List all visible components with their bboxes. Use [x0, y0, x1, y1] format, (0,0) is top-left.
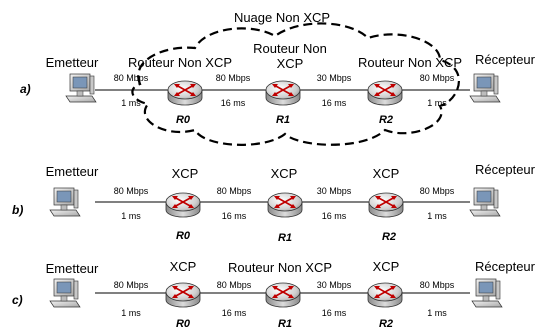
router-r0-name: R0: [176, 230, 191, 242]
router-r1-type: XCP: [271, 166, 298, 181]
link-delay: 16 ms: [222, 211, 247, 221]
scenario-a: Nuage Non XCP a) Emetteur Récepteur Rout…: [20, 10, 535, 146]
router-r2-name: R2: [379, 318, 393, 330]
router-icon: [267, 192, 303, 218]
scenario-b: b) Emetteur Récepteur XCP XCP XCP R0 R1 …: [12, 162, 535, 244]
link-bandwidth: 80 Mbps: [420, 186, 455, 196]
router-icon: [265, 80, 301, 106]
link-delay: 16 ms: [222, 308, 247, 318]
link-delay: 1 ms: [427, 308, 447, 318]
link-delay: 1 ms: [121, 211, 141, 221]
link-bandwidth: 80 Mbps: [420, 280, 455, 290]
link-delay: 1 ms: [121, 308, 141, 318]
router-r1-type-line2: XCP: [277, 56, 304, 71]
scenario-label: b): [12, 203, 23, 217]
link-delay: 16 ms: [221, 98, 246, 108]
router-r0-name: R0: [176, 318, 191, 330]
router-r1-name: R1: [278, 232, 292, 244]
router-r0-type: Routeur Non XCP: [128, 55, 232, 70]
cloud-label: Nuage Non XCP: [234, 10, 330, 25]
sender-computer-icon: [49, 278, 81, 308]
router-r1-type-line1: Routeur Non: [253, 41, 327, 56]
sender-computer-icon: [49, 187, 81, 217]
router-icon: [265, 282, 301, 308]
router-icon: [165, 192, 201, 218]
receiver-computer-icon: [469, 187, 501, 217]
link-bandwidth: 80 Mbps: [114, 186, 149, 196]
link-bandwidth: 80 Mbps: [216, 73, 251, 83]
router-r0-type: XCP: [172, 166, 199, 181]
link-delay: 16 ms: [322, 308, 347, 318]
router-r1-name: R1: [276, 114, 290, 126]
receiver-computer-icon: [469, 73, 501, 103]
link-bandwidth: 30 Mbps: [317, 186, 352, 196]
link-bandwidth: 30 Mbps: [317, 280, 352, 290]
router-r2-type: Routeur Non XCP: [358, 55, 462, 70]
sender-label: Emetteur: [46, 261, 99, 276]
router-r0-name: R0: [176, 114, 191, 126]
link-bandwidth: 80 Mbps: [217, 280, 252, 290]
router-r2-type: XCP: [373, 166, 400, 181]
router-r2-name: R2: [379, 114, 393, 126]
router-r1-type: Routeur Non XCP: [228, 260, 332, 275]
router-icon: [367, 282, 403, 308]
link-bandwidth: 80 Mbps: [114, 73, 149, 83]
link-bandwidth: 80 Mbps: [217, 186, 252, 196]
router-icon: [367, 80, 403, 106]
sender-computer-icon: [65, 73, 97, 103]
link-delay: 16 ms: [322, 98, 347, 108]
non-xcp-cloud: [131, 22, 460, 146]
scenario-label: a): [20, 82, 31, 96]
scenario-c: c) Emetteur Récepteur XCP Routeur Non XC…: [12, 259, 535, 330]
router-r1-name: R1: [278, 318, 292, 330]
receiver-label: Récepteur: [475, 52, 535, 67]
scenario-label: c): [12, 293, 23, 307]
router-r0-type: XCP: [170, 259, 197, 274]
router-r2-name: R2: [382, 231, 396, 243]
router-icon: [165, 282, 201, 308]
link-delay: 1 ms: [427, 211, 447, 221]
link-delay: 16 ms: [322, 211, 347, 221]
receiver-computer-icon: [471, 278, 503, 308]
link-delay: 1 ms: [427, 98, 447, 108]
link-delay: 1 ms: [121, 98, 141, 108]
sender-label: Emetteur: [46, 55, 99, 70]
router-r2-type: XCP: [373, 259, 400, 274]
router-icon: [167, 80, 203, 106]
receiver-label: Récepteur: [475, 259, 535, 274]
link-bandwidth: 80 Mbps: [420, 73, 455, 83]
sender-label: Emetteur: [46, 164, 99, 179]
router-icon: [368, 192, 404, 218]
receiver-label: Récepteur: [475, 162, 535, 177]
link-bandwidth: 30 Mbps: [317, 73, 352, 83]
link-bandwidth: 80 Mbps: [114, 280, 149, 290]
